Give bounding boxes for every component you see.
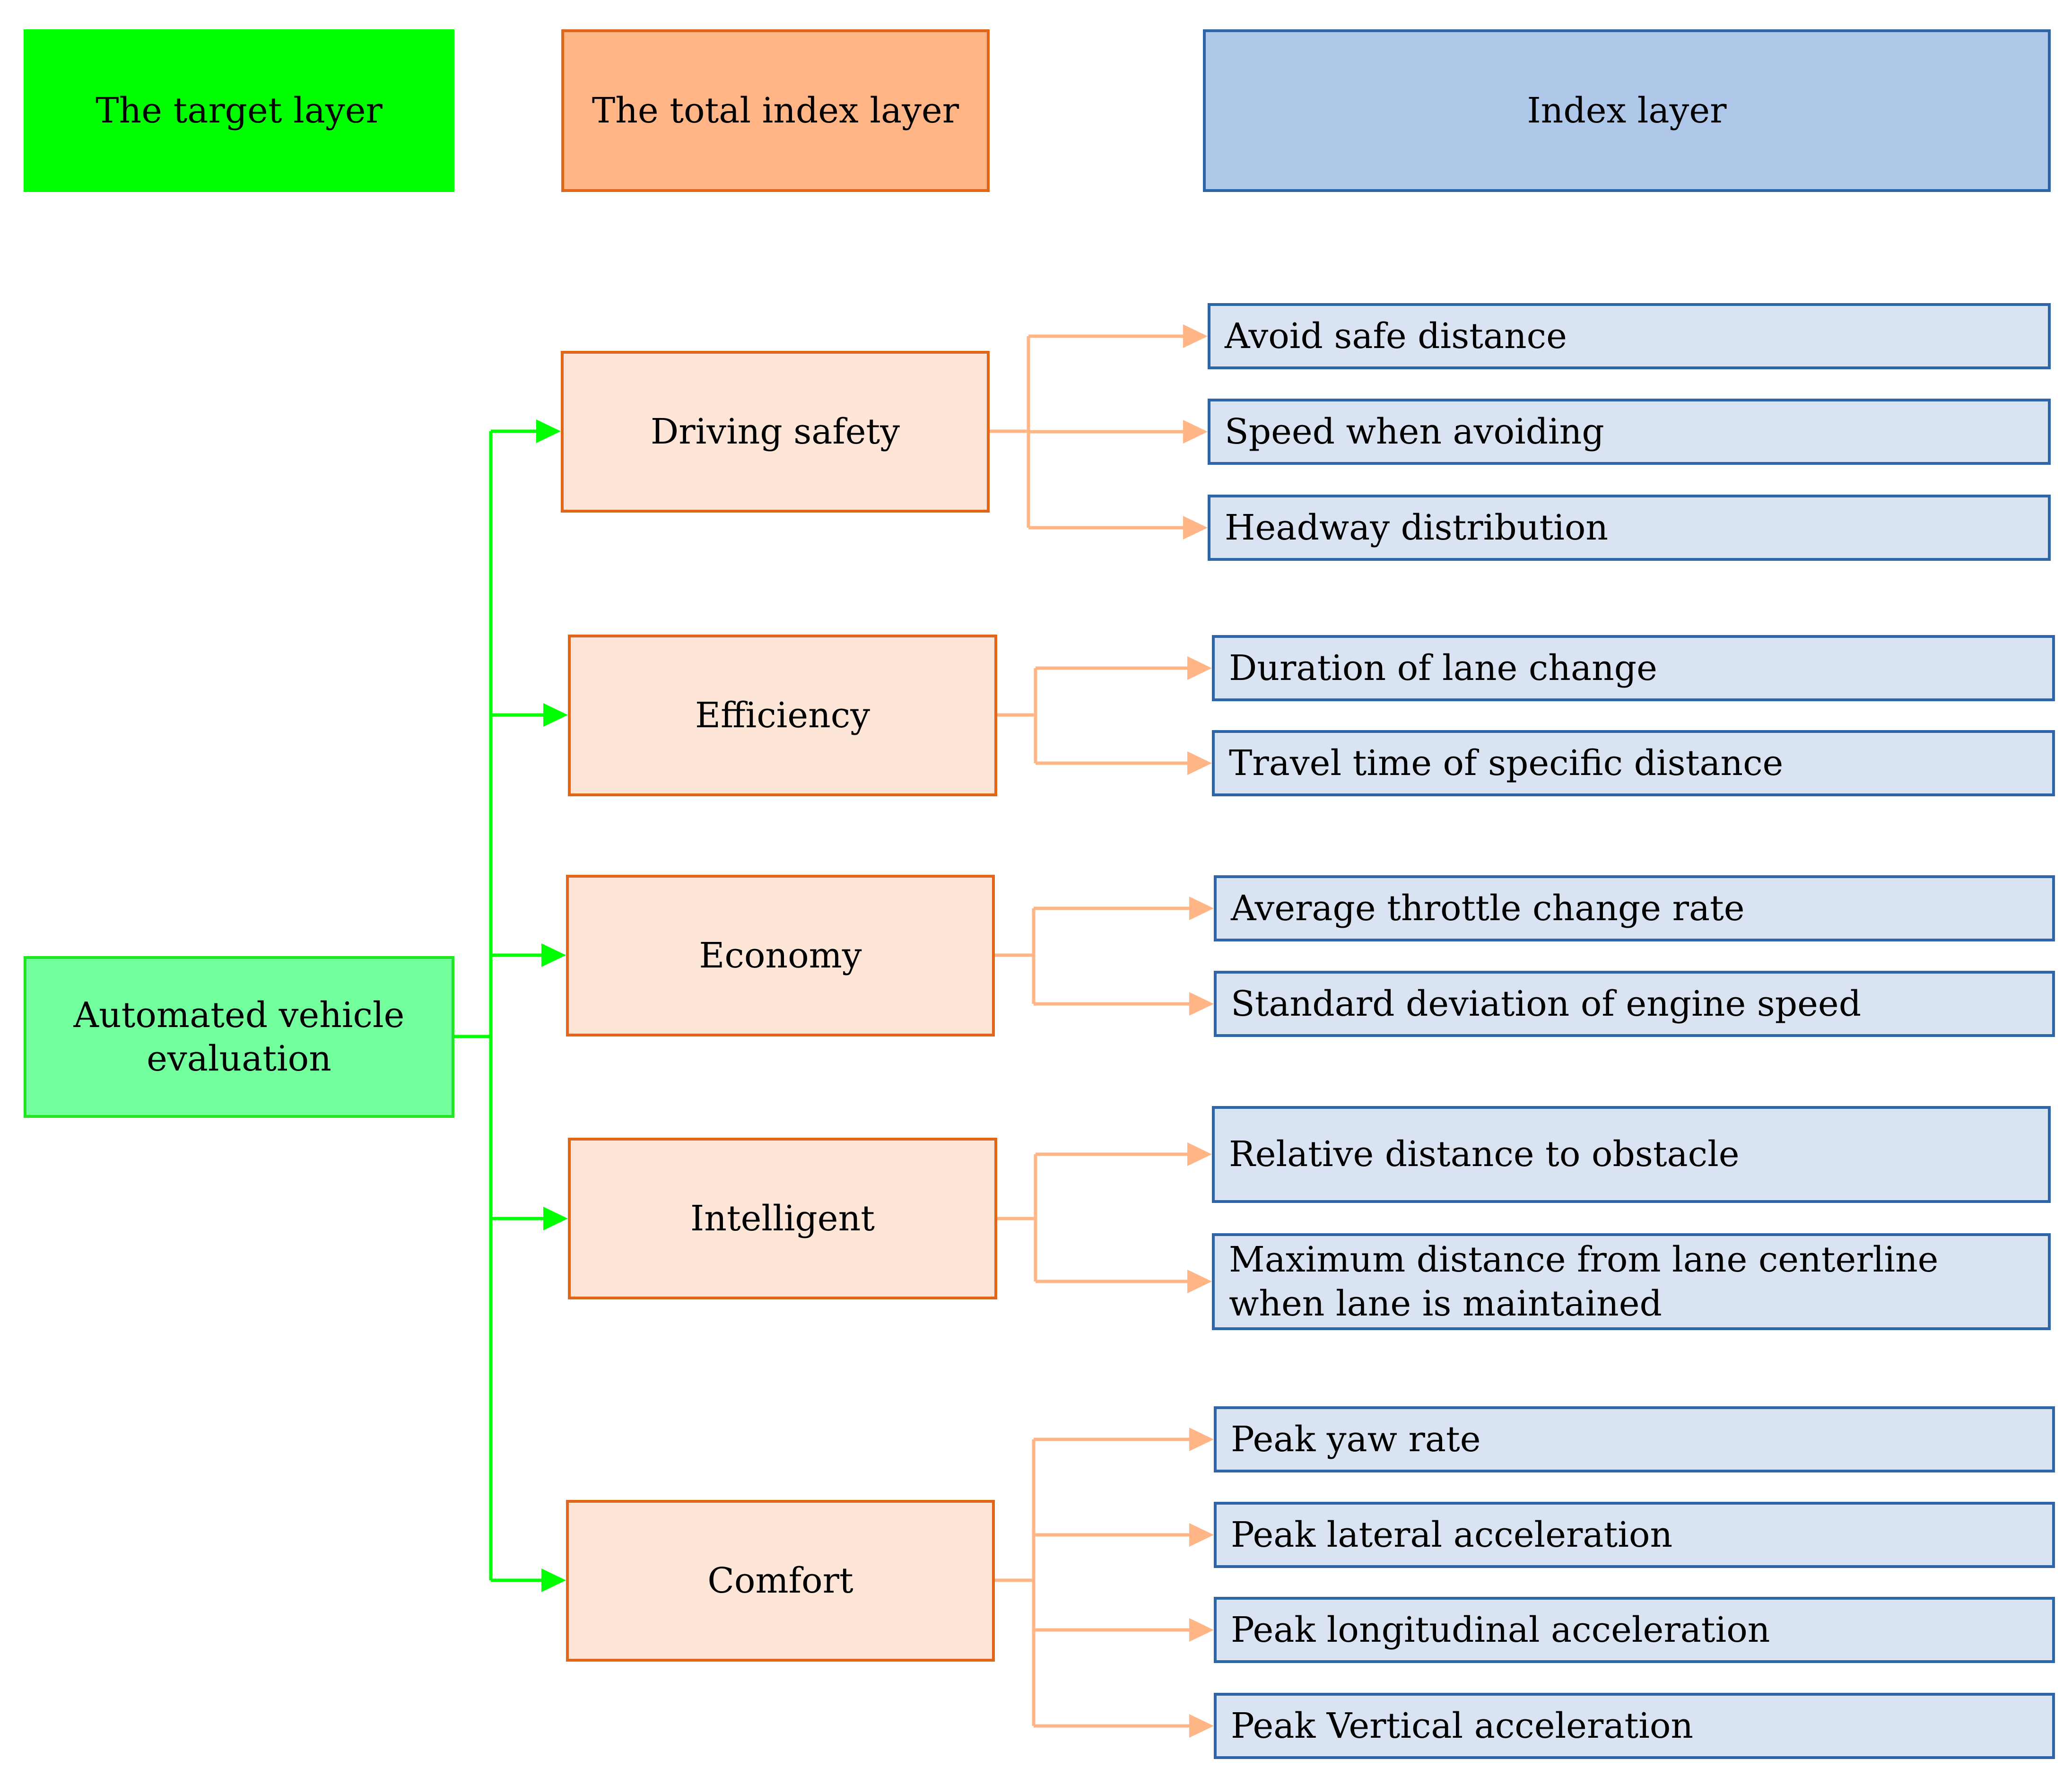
index-avoid-safe-distance: Avoid safe distance — [1208, 303, 2051, 369]
index-connector-arrow — [1183, 324, 1208, 348]
criterion-efficiency: Efficiency — [568, 635, 997, 796]
goal-connector-arrow — [541, 943, 566, 967]
header-target-layer: The target layer — [24, 29, 454, 192]
index-connector-arrow — [1187, 751, 1212, 775]
index-connector-arrow — [1189, 1714, 1214, 1738]
index-connector-arrow — [1187, 1270, 1212, 1293]
criterion-intelligent: Intelligent — [568, 1138, 997, 1299]
goal-connector-arrow — [536, 419, 561, 443]
goal-connector-arrow — [543, 703, 568, 727]
goal-connector-arrow — [543, 1207, 568, 1230]
index-connector-arrow — [1187, 1142, 1212, 1166]
index-speed-when-avoiding: Speed when avoiding — [1208, 399, 2051, 465]
index-peak-vertical-acceleration: Peak Vertical acceleration — [1214, 1693, 2055, 1759]
criterion-economy: Economy — [566, 875, 995, 1037]
index-std-dev-engine-speed: Standard deviation of engine speed — [1214, 971, 2055, 1037]
index-connector-arrow — [1183, 420, 1208, 444]
index-connector-arrow — [1183, 516, 1208, 540]
goal-box: Automated vehicle evaluation — [24, 956, 454, 1118]
index-connector-arrow — [1189, 992, 1214, 1016]
index-travel-time-specific-distance: Travel time of specific distance — [1212, 730, 2055, 796]
index-peak-lateral-acceleration: Peak lateral acceleration — [1214, 1502, 2055, 1568]
index-headway-distribution: Headway distribution — [1208, 495, 2051, 561]
index-connector-arrow — [1189, 1428, 1214, 1451]
index-peak-longitudinal-acceleration: Peak longitudinal acceleration — [1214, 1597, 2055, 1663]
index-duration-of-lane-change: Duration of lane change — [1212, 635, 2055, 701]
criterion-comfort: Comfort — [566, 1500, 995, 1662]
index-max-distance-lane-centerline: Maximum distance from lane centerline wh… — [1212, 1233, 2051, 1330]
index-connector-arrow — [1187, 656, 1212, 680]
index-connector-arrow — [1189, 1523, 1214, 1547]
goal-connector-arrow — [541, 1568, 566, 1592]
index-connector-arrow — [1189, 1618, 1214, 1642]
index-average-throttle-change-rate: Average throttle change rate — [1214, 875, 2055, 941]
index-connector-arrow — [1189, 897, 1214, 920]
criterion-driving-safety: Driving safety — [561, 351, 990, 513]
index-relative-distance-obstacle: Relative distance to obstacle — [1212, 1106, 2051, 1203]
index-peak-yaw-rate: Peak yaw rate — [1214, 1406, 2055, 1472]
header-total-index-layer: The total index layer — [561, 29, 990, 192]
header-index-layer: Index layer — [1203, 29, 2051, 192]
